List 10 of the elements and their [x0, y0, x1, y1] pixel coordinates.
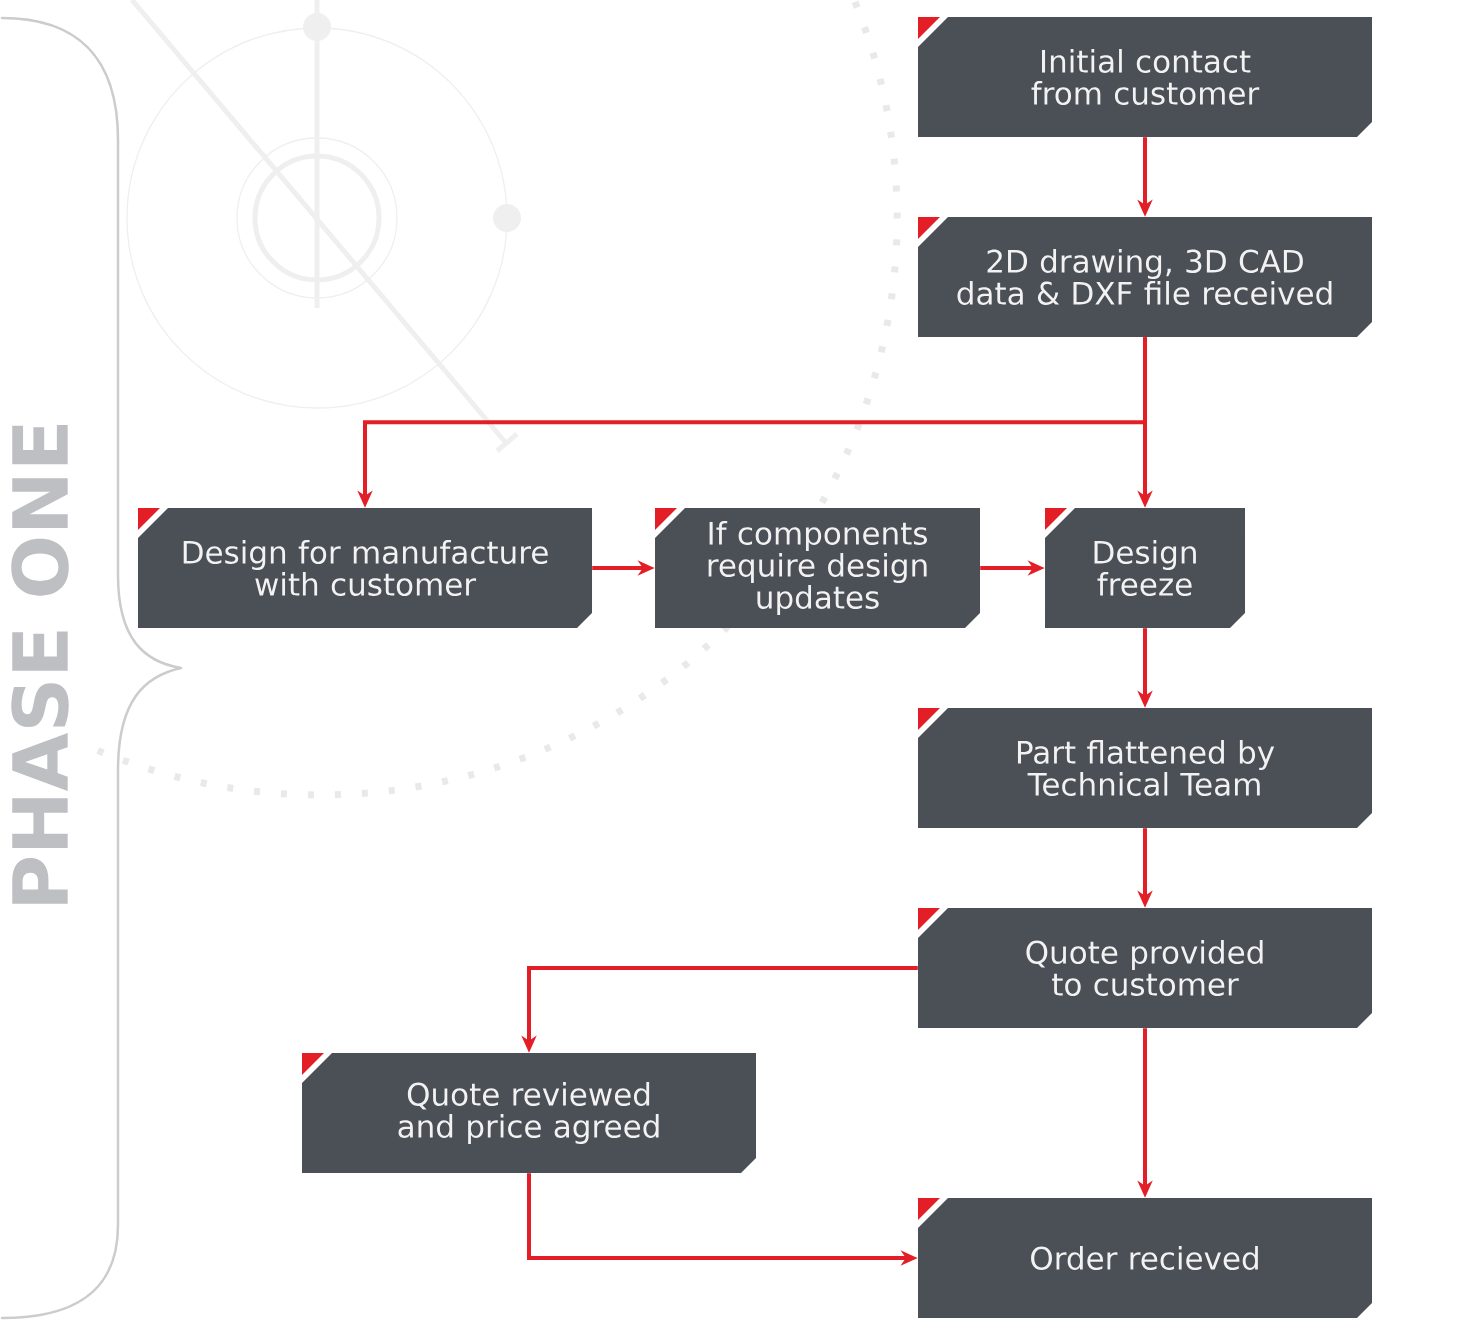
process-box: Quote reviewed and price agreed [302, 1053, 756, 1173]
process-box: Design freeze [1045, 508, 1245, 628]
process-box: Part flattened by Technical Team [918, 708, 1372, 828]
process-box: Quote provided to customer [918, 908, 1372, 1028]
process-box: Design for manufacture with customer [138, 508, 592, 628]
process-box: Order recieved [918, 1198, 1372, 1318]
process-box: Initial contact from customer [918, 17, 1372, 137]
process-box: 2D drawing, 3D CAD data & DXF file received [918, 217, 1372, 337]
side-label: PHASE ONE [11, 424, 69, 904]
process-box: If components require design updates [655, 508, 980, 628]
